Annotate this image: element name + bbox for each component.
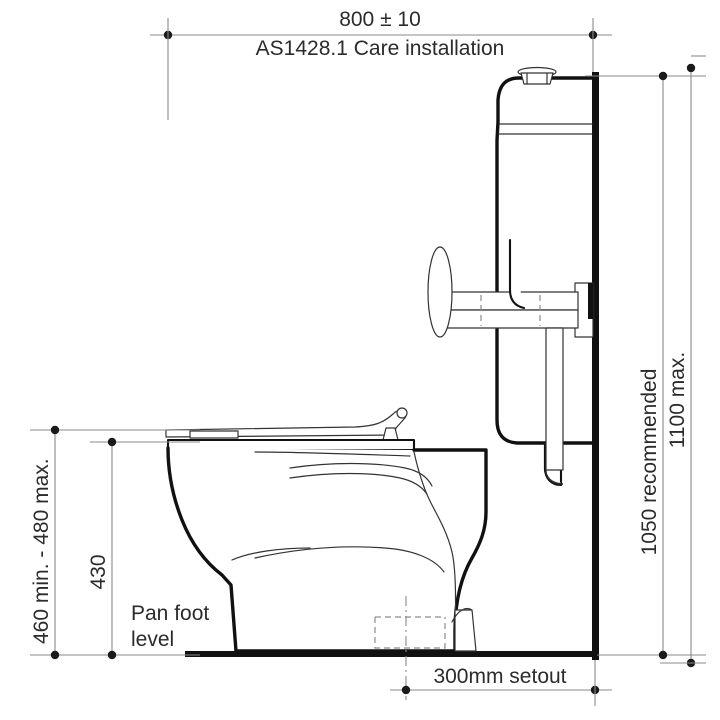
standard-note-label: AS1428.1 Care installation	[256, 37, 505, 60]
pan-skirt-line	[254, 546, 445, 573]
seat-hinge-pivot	[396, 407, 408, 419]
floor-note-group: Pan foot level	[131, 602, 209, 651]
wall-group	[592, 72, 599, 660]
cistern-group	[495, 66, 594, 445]
left-dimension-group: 460 min. - 480 max. 430	[30, 425, 200, 660]
backrest-assembly	[427, 238, 594, 338]
backrest-drop-tube	[508, 238, 526, 310]
pan-group	[166, 438, 488, 653]
top-dimension-group: 800 ± 10 AS1428.1 Care installation	[150, 8, 612, 120]
dimension-430-label: 430	[87, 554, 110, 589]
pan-foot-note-line2: level	[131, 628, 174, 651]
seat-buffer	[189, 430, 239, 439]
dimension-460-480-top-dot	[50, 425, 60, 435]
wall	[592, 72, 599, 660]
hidden-outlet-group	[374, 616, 446, 649]
top-dimension-label: 800 ± 10	[339, 8, 421, 31]
dimension-1050-label: 1050 recommended	[638, 369, 661, 556]
hidden-outlet	[374, 617, 446, 649]
flush-button-body[interactable]	[520, 72, 554, 85]
bottom-dimension-label: 300mm setout	[433, 665, 566, 688]
support-tube-base	[545, 469, 563, 485]
bottom-dimension-left-dot	[401, 685, 411, 695]
right-dimension-group: 1050 recommended 1100 max.	[585, 55, 706, 668]
toilet-pan	[166, 446, 488, 653]
flush-button[interactable]	[517, 66, 557, 85]
pan-trap-lower	[289, 472, 428, 495]
pan-waist-line	[413, 451, 457, 629]
backrest-rail-upper	[439, 291, 579, 311]
seat-group	[165, 407, 408, 441]
seat-hinge	[382, 427, 399, 441]
pan-bowl-inner-line	[254, 451, 411, 457]
pan-rear-flange-curve	[451, 607, 473, 623]
pan-trap-upper	[289, 462, 433, 487]
dimension-460-480-label: 460 min. - 480 max.	[30, 458, 53, 644]
dimension-430-top-dot	[107, 437, 117, 447]
support-tube-group	[545, 327, 564, 485]
floor-line	[185, 651, 597, 657]
dimension-460-480-bottom-dot	[50, 650, 60, 660]
dimension-1100-label: 1100 max.	[666, 352, 689, 449]
support-tube	[545, 327, 564, 471]
pan-foot-note-line1: Pan foot	[131, 602, 209, 625]
backrest-pad	[427, 246, 453, 338]
cistern	[495, 76, 594, 445]
dimension-1050-bottom-dot	[658, 650, 668, 660]
dimension-1100-top-dot	[686, 63, 696, 73]
bottom-dimension-group: 300mm setout	[390, 660, 612, 706]
floor-group	[185, 651, 597, 657]
pan-rear-flange	[454, 609, 477, 652]
dimension-1050-top-dot	[658, 71, 668, 81]
dimension-430-bottom-dot	[107, 650, 117, 660]
backrest-rail-lower	[439, 309, 579, 329]
wall-bracket-face	[588, 283, 593, 319]
pan-foot-shade	[231, 547, 311, 561]
